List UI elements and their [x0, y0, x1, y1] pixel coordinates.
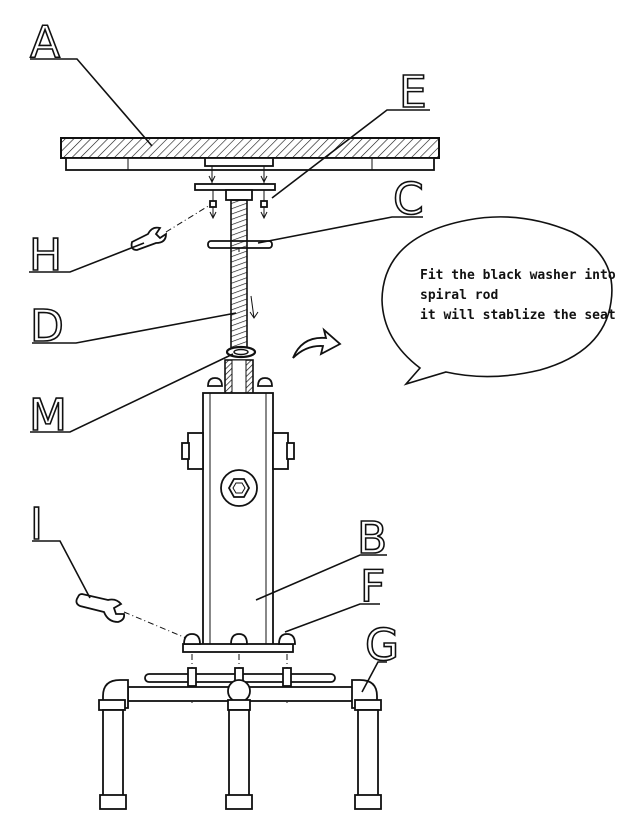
leader-lines	[29, 58, 430, 693]
label-h: H	[29, 230, 62, 281]
base-flange	[182, 633, 296, 653]
label-m: M	[29, 390, 67, 441]
callout-line-3: it will stablize the seat	[420, 308, 616, 323]
body-collar	[207, 359, 273, 395]
callout-line-1: Fit the black washer into the	[420, 268, 620, 283]
wrench-i-icon	[75, 593, 187, 639]
label-d: D	[30, 301, 64, 352]
callout-line-2: spiral rod	[420, 288, 498, 303]
leg-frame	[98, 654, 382, 810]
rod-nut	[225, 189, 253, 201]
label-c: C	[393, 174, 424, 225]
label-f: F	[360, 561, 385, 612]
label-g: G	[365, 620, 399, 671]
seat-top	[60, 137, 440, 191]
spiral-rod	[230, 199, 259, 351]
curved-arrow-icon	[292, 327, 342, 359]
main-body	[181, 392, 295, 649]
callout-bubble: Fit the black washer into the spiral rod…	[381, 216, 620, 386]
seat-bolts	[209, 190, 268, 220]
part-labels: A E C H D M B F I G	[28, 16, 427, 672]
label-e: E	[399, 67, 427, 118]
label-b: B	[357, 513, 387, 564]
label-a: A	[30, 17, 60, 68]
washer-m	[225, 345, 257, 359]
label-i: I	[30, 499, 43, 550]
